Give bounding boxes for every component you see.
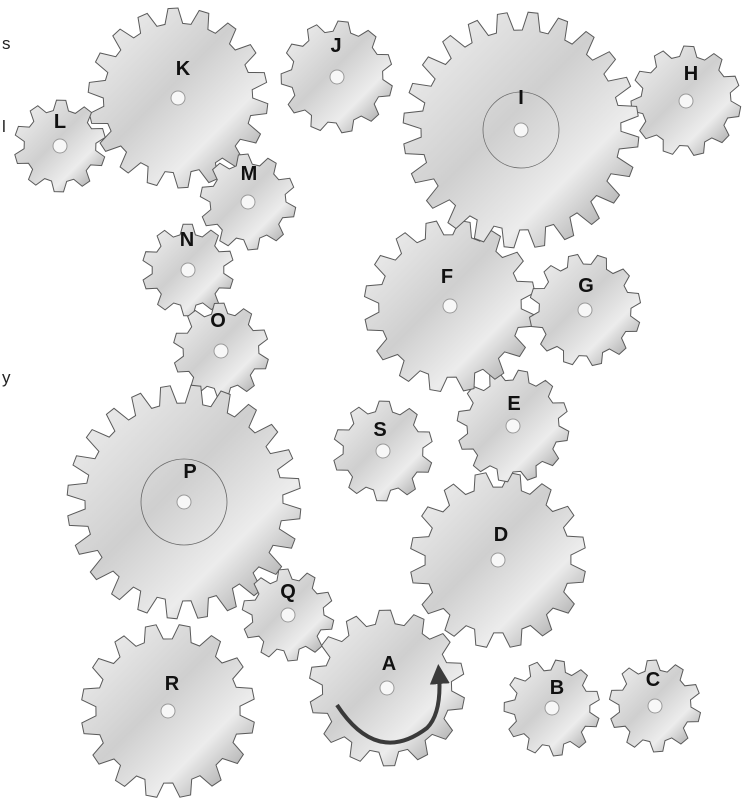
gear-o-axle-hole (214, 344, 228, 358)
gear-o-label: O (210, 310, 226, 332)
gear-i-axle-hole (514, 123, 528, 137)
gear-d-axle-hole (491, 553, 505, 567)
gear-c-axle-hole (648, 699, 662, 713)
gear-a: A (310, 610, 465, 766)
gear-j: J (281, 21, 392, 133)
gear-h-label: H (684, 63, 698, 85)
gear-k-axle-hole (171, 91, 185, 105)
gear-j-label: J (330, 35, 341, 57)
gear-r-label: R (165, 673, 180, 695)
gear-p-axle-hole (177, 495, 191, 509)
gear-m-label: M (241, 163, 258, 185)
gear-p-label: P (183, 461, 196, 483)
gear-h: H (631, 46, 741, 155)
edge-text-s: s (2, 34, 11, 54)
gear-a-axle-hole (380, 681, 394, 695)
gear-b-axle-hole (545, 701, 559, 715)
gear-s-label: S (373, 419, 386, 441)
gear-r-axle-hole (161, 704, 175, 718)
gear-r: R (82, 625, 255, 798)
gear-e-axle-hole (506, 419, 520, 433)
gear-o: O (174, 303, 269, 399)
gear-m-axle-hole (241, 195, 255, 209)
gear-a-label: A (382, 653, 396, 675)
gear-n: N (143, 224, 233, 316)
gear-f-label: F (441, 266, 453, 288)
edge-text-l: l (2, 117, 6, 137)
gear-g: G (530, 255, 641, 366)
gear-q-label: Q (280, 581, 296, 603)
gear-k-label: K (176, 58, 191, 80)
gear-c-label: C (646, 669, 660, 691)
gear-b-label: B (550, 677, 564, 699)
gear-s: S (334, 401, 432, 501)
gear-d: D (411, 473, 586, 648)
gear-s-axle-hole (376, 444, 390, 458)
gear-c: C (610, 660, 701, 752)
gear-b: B (504, 660, 599, 756)
gear-j-axle-hole (330, 70, 344, 84)
gear-q: Q (242, 569, 333, 661)
gear-g-axle-hole (578, 303, 592, 317)
gear-i: I (403, 12, 639, 248)
gear-q-axle-hole (281, 608, 295, 622)
gear-n-label: N (180, 229, 194, 251)
gear-e-label: E (507, 393, 520, 415)
gear-d-label: D (494, 524, 508, 546)
gear-l-label: L (54, 111, 66, 133)
gear-l-axle-hole (53, 139, 67, 153)
gear-g-label: G (578, 275, 594, 297)
gear-i-label: I (518, 87, 524, 109)
gear-h-axle-hole (679, 94, 693, 108)
gear-f-axle-hole (443, 299, 457, 313)
edge-text-y: y (2, 368, 11, 388)
gear-n-axle-hole (181, 263, 195, 277)
